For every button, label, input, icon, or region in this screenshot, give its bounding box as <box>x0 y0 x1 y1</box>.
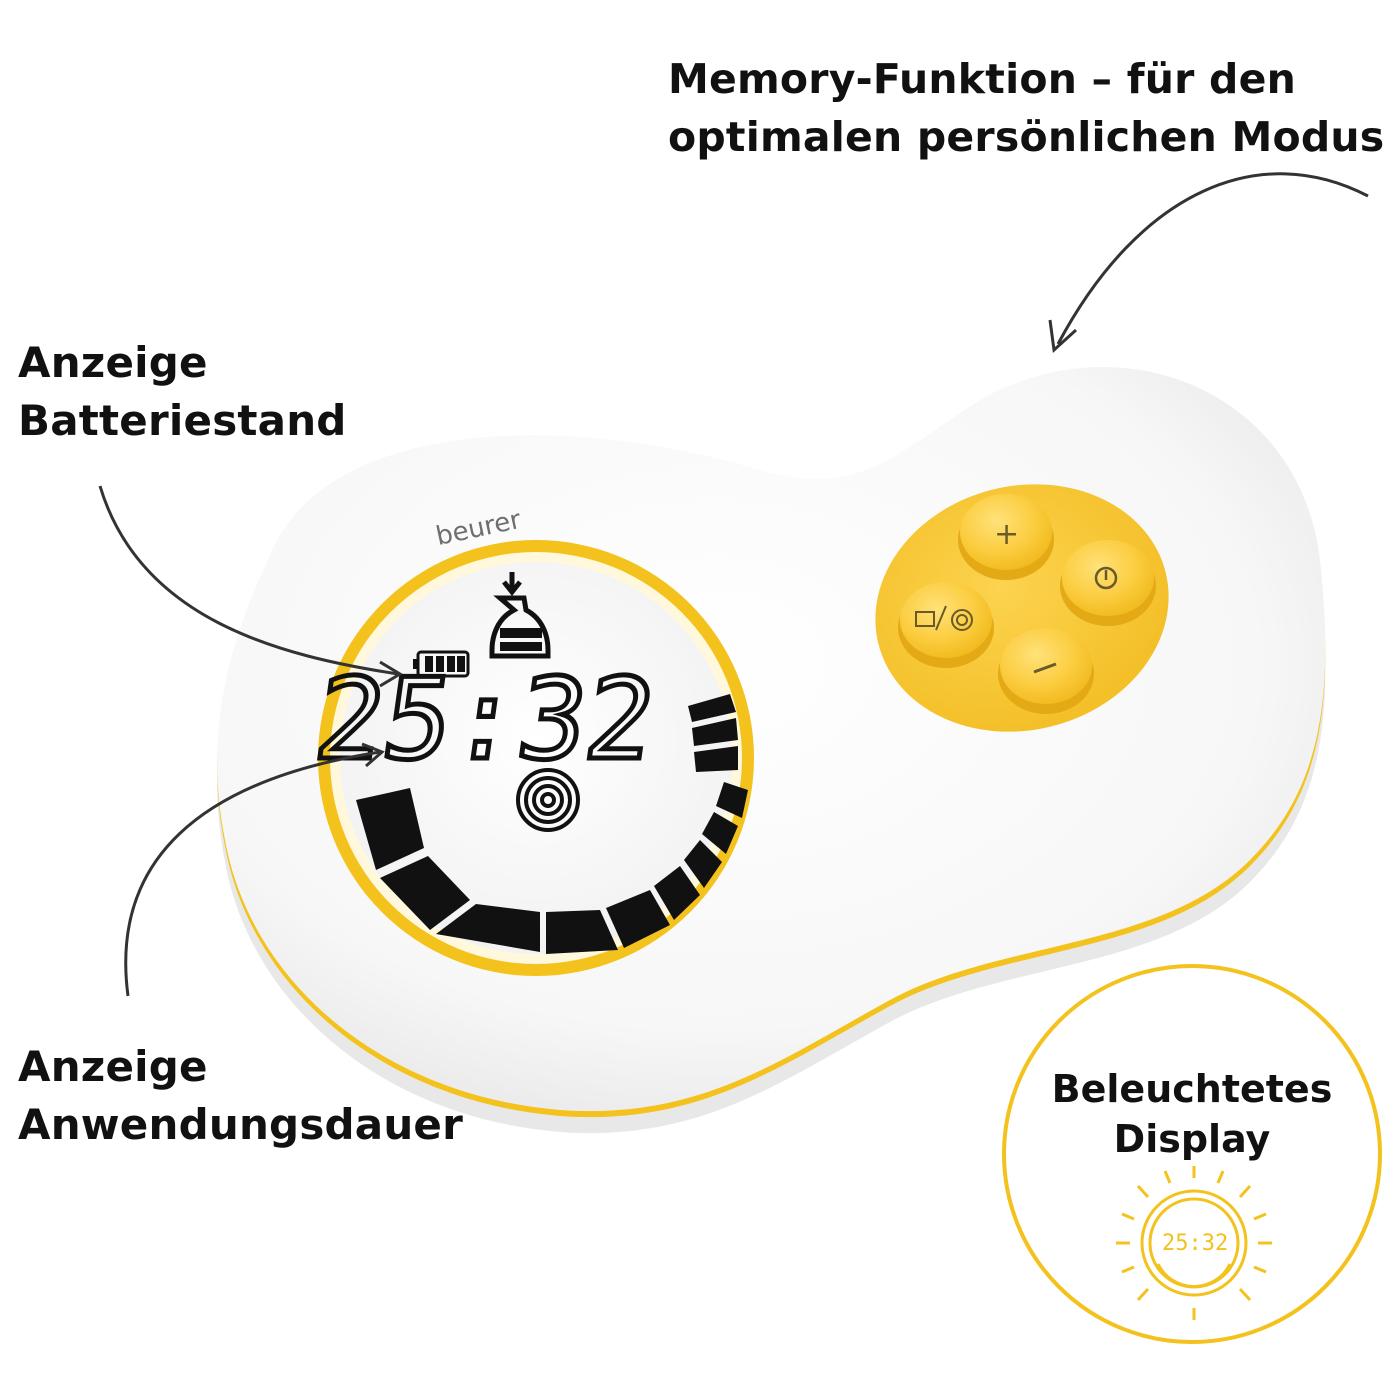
battery-level-label: Anzeige Batteriestand <box>18 334 347 450</box>
lcd-time: 25:32 <box>308 655 663 785</box>
usage-duration-line1: Anzeige <box>18 1042 208 1091</box>
power-button[interactable] <box>1060 540 1156 626</box>
memory-callout-arrow <box>1048 172 1369 354</box>
illuminated-display-label: Beleuchtetes Display <box>1006 1064 1378 1164</box>
illuminated-display-line2: Display <box>1113 1117 1271 1161</box>
plus-button[interactable]: + <box>958 494 1054 580</box>
battery-callout-arrow <box>98 485 403 688</box>
illuminated-display-badge: Beleuchtetes Display 25:32 <box>1002 964 1382 1344</box>
battery-icon <box>413 650 470 678</box>
battery-level-line1: Anzeige <box>18 338 208 387</box>
battery-level-line2: Batteriestand <box>18 396 347 445</box>
minus-button[interactable] <box>998 628 1094 714</box>
memory-function-line2: optimalen persönlichen Modus <box>668 113 1385 161</box>
illuminated-display-line1: Beleuchtetes <box>1051 1067 1333 1111</box>
svg-text:+: + <box>994 517 1019 552</box>
mode-spiral-icon <box>516 768 580 832</box>
duration-callout-arrow <box>124 742 385 997</box>
memory-function-line1: Memory-Funktion – für den <box>668 55 1296 103</box>
memory-function-label: Memory-Funktion – für den optimalen pers… <box>668 50 1384 166</box>
memory-mode-button[interactable] <box>898 582 994 668</box>
usage-duration-label: Anzeige Anwendungsdauer <box>18 1038 463 1154</box>
usage-duration-line2: Anwendungsdauer <box>18 1100 464 1149</box>
sun-display-icon: 25:32 <box>1116 1166 1272 1320</box>
bottle-icon <box>489 572 551 659</box>
badge-time: 25:32 <box>1162 1231 1228 1256</box>
duration-segments <box>356 694 748 954</box>
